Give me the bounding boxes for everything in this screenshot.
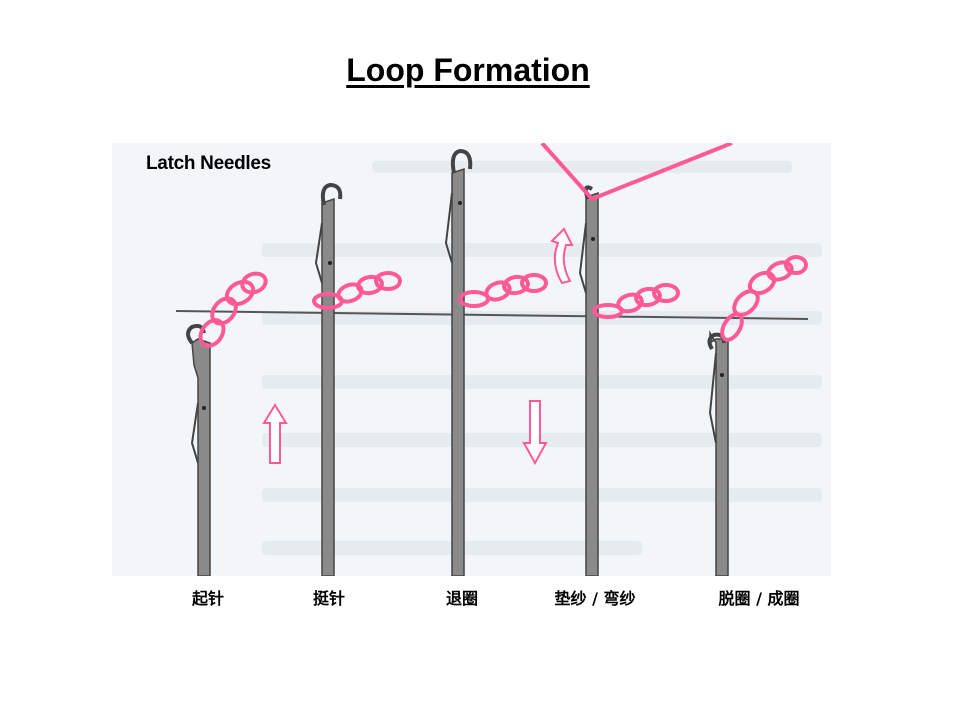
yarn-loops-3 (458, 273, 548, 308)
yarn-loops-2 (312, 271, 402, 310)
stage-label-3: 退圈 (445, 589, 479, 608)
knock-over-line (175, 310, 809, 320)
yarn-loops-1 (198, 271, 268, 348)
needle-diagram: Latch Needles (112, 143, 831, 576)
yarn-loops-5 (720, 255, 808, 342)
panel-label: Latch Needles (146, 153, 271, 174)
stage-label-2: 挺针 (312, 589, 346, 608)
needle-4 (578, 185, 599, 576)
curved-arrow-4 (550, 227, 574, 285)
stage-label-1: 起针 (191, 589, 225, 608)
down-arrow-3 (522, 400, 548, 466)
stage-label-5: 脱圈 / 成圈 (718, 589, 800, 608)
feed-yarn (540, 143, 733, 202)
needle-1 (186, 323, 211, 576)
yarn-loops-4 (592, 283, 680, 319)
needle-3 (444, 148, 473, 576)
slide-title: Loop Formation (346, 52, 590, 88)
up-arrow-1 (262, 403, 288, 464)
needle-5 (707, 330, 729, 576)
scan-ghost-text (262, 161, 822, 555)
stage-label-4: 垫纱 / 弯纱 (554, 589, 636, 608)
needle-diagram-svg (112, 143, 831, 576)
panel-background (112, 143, 831, 576)
